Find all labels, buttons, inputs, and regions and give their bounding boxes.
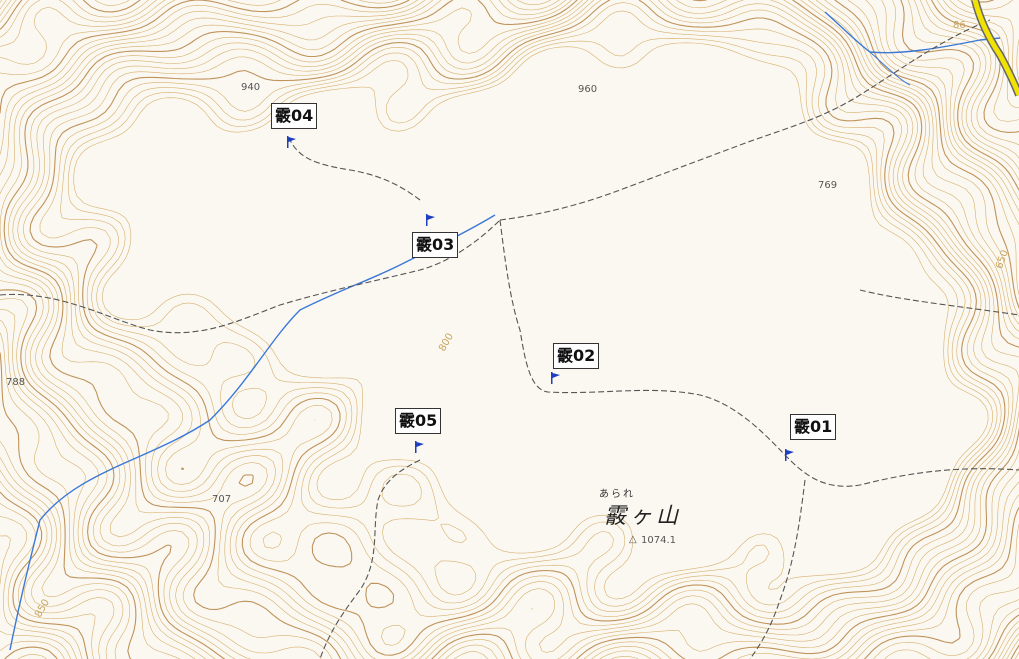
trail	[499, 19, 991, 221]
peak-elevation: 1074.1	[641, 535, 676, 546]
contour-number: 86	[953, 20, 966, 31]
contour-line	[17, 654, 47, 659]
road	[972, 0, 1019, 96]
index-contour	[29, 0, 1006, 656]
marker-label-kasumi-05[interactable]: 霰05	[395, 408, 442, 434]
trail	[499, 219, 1019, 487]
marker-label-kasumi-01[interactable]: 霰01	[790, 414, 837, 440]
trail	[749, 479, 806, 659]
trail	[859, 289, 1019, 316]
contour-line	[12, 0, 1019, 659]
flag-icon[interactable]	[551, 372, 561, 384]
spot-elevation: 769	[818, 180, 838, 191]
marker-label-kasumi-02[interactable]: 霰02	[553, 343, 600, 369]
spot-elevation: 788	[6, 377, 26, 388]
contour-line	[73, 42, 989, 600]
contour-line	[8, 0, 1019, 659]
spot-elevation: 940	[241, 82, 261, 93]
spot-elevation: 707	[212, 494, 232, 505]
contour-line	[22, 0, 1010, 659]
trail	[0, 219, 501, 334]
flag-icon[interactable]	[785, 449, 795, 461]
river	[824, 11, 1001, 54]
rivers	[9, 11, 1001, 651]
trail	[289, 139, 421, 201]
spot-elevation: 960	[578, 84, 598, 95]
marker-label-kasumi-04[interactable]: 霰04	[271, 103, 318, 129]
trails	[0, 19, 1019, 659]
contour-line	[17, 0, 1014, 659]
trail	[319, 459, 421, 659]
marker-label-kasumi-03[interactable]: 霰03	[412, 232, 459, 258]
flag-icon[interactable]	[415, 441, 425, 453]
flag-icon[interactable]	[287, 136, 297, 148]
peak-name: 霰ヶ山	[604, 504, 683, 529]
peak-furigana: あられ	[599, 489, 635, 500]
triangulation-point-icon: △	[629, 534, 637, 545]
river	[869, 51, 911, 86]
river	[9, 214, 496, 651]
index-contour	[3, 0, 1019, 659]
contour-line	[39, 2, 1002, 646]
flag-icon[interactable]	[426, 214, 436, 226]
contour-line	[67, 38, 993, 607]
roads	[971, 0, 1019, 97]
